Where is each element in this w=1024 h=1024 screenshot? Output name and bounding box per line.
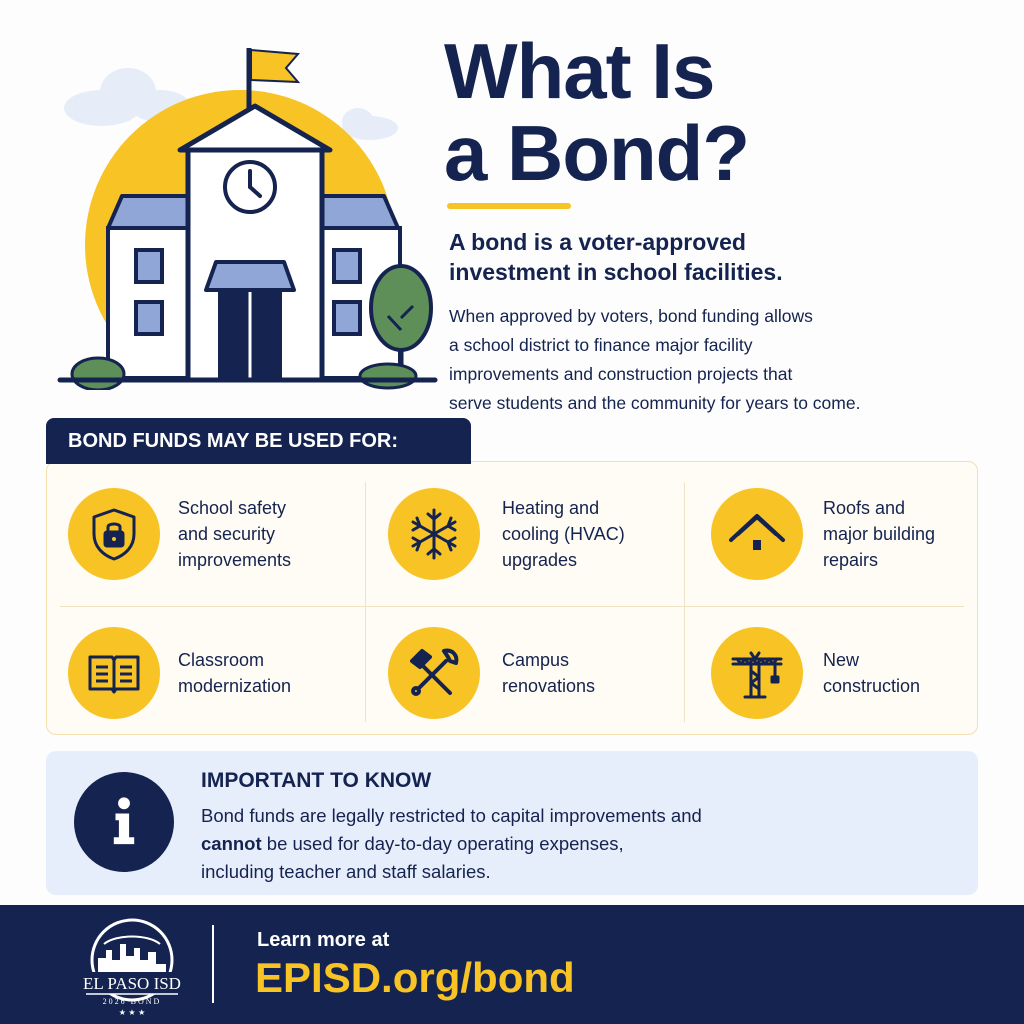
svg-text:★ ★ ★: ★ ★ ★ [119,1008,146,1016]
important-body: Bond funds are legally restricted to cap… [201,802,901,886]
use-item-renovations: Campus renovations [388,627,692,719]
label-line: Campus [502,650,570,670]
label-line: School safety [178,498,287,518]
crane-icon [711,627,803,719]
title-line-2: a Bond? [444,109,750,197]
intro-line: serve students and the community for yea… [449,393,861,413]
label-line: renovations [502,676,596,696]
learn-more-text: Learn more at [257,929,390,951]
important-title: IMPORTANT TO KNOW [201,769,432,792]
important-line-rest: be used for day-to-day operating expense… [261,833,624,854]
bond-url-link[interactable]: EPISD.org/bond [255,954,575,1001]
use-item-construction: New construction [711,627,1013,719]
page-title: What Is a Bond? [444,30,1004,194]
subtitle-line-1: A bond is a voter-approved [449,229,746,255]
intro-line: a school district to finance major facil… [449,335,753,355]
book-icon [68,627,160,719]
snowflake-icon [388,488,480,580]
important-panel [46,751,978,895]
label-line: construction [823,676,921,696]
label-line: improvements [178,550,292,570]
shield-lock-icon [68,488,160,580]
school-building-illustration [40,48,440,390]
use-item-classroom: Classroom modernization [68,627,368,719]
label-line: Roofs and [823,498,906,518]
grid-divider [365,482,366,722]
logo-text: EL PASO ISD [83,974,181,993]
roof-icon [711,488,803,580]
intro-line: improvements and construction projects t… [449,364,793,384]
subtitle-line-2: investment in school facilities. [449,259,783,285]
label-line: major building [823,524,936,544]
label-line: and security [178,524,276,544]
use-item-label: School safety and security improvements [178,495,368,573]
label-line: repairs [823,550,879,570]
label-line: cooling (HVAC) [502,524,625,544]
label-line: upgrades [502,550,578,570]
use-item-label: Roofs and major building repairs [823,495,1013,573]
tree-icon [369,264,433,352]
footer-divider [212,925,214,1003]
emphasis-text: cannot [201,833,262,854]
el-paso-isd-logo: EL PASO ISD 2026 BOND ★ ★ ★ [76,918,188,1016]
use-item-safety: School safety and security improvements [68,488,368,580]
grid-divider [60,606,964,607]
label-line: New [823,650,860,670]
uses-heading: BOND FUNDS MAY BE USED FOR: [46,418,471,464]
cloud-icon [64,68,398,140]
use-item-hvac: Heating and cooling (HVAC) upgrades [388,488,692,580]
title-line-1: What Is [444,27,715,115]
important-line: including teacher and staff salaries. [201,861,491,882]
intro-line: When approved by voters, bond funding al… [449,306,813,326]
use-item-roofs: Roofs and major building repairs [711,488,1013,580]
intro-paragraph: When approved by voters, bond funding al… [449,302,969,418]
use-item-label: Heating and cooling (HVAC) upgrades [502,495,692,573]
label-line: modernization [178,676,292,696]
grid-divider [684,482,685,722]
uses-panel [46,461,978,735]
label-line: Heating and [502,498,600,518]
label-line: Classroom [178,650,265,670]
use-item-label: Campus renovations [502,647,692,699]
use-item-label: New construction [823,647,1013,699]
important-line: cannot be used for day-to-day operating … [201,830,901,858]
logo-subtext: 2026 BOND [103,997,162,1006]
use-item-label: Classroom modernization [178,647,368,699]
important-line: Bond funds are legally restricted to cap… [201,805,702,826]
title-underline [447,203,571,209]
info-icon [74,772,174,872]
hammer-wrench-icon [388,627,480,719]
subtitle: A bond is a voter-approved investment in… [449,227,969,287]
